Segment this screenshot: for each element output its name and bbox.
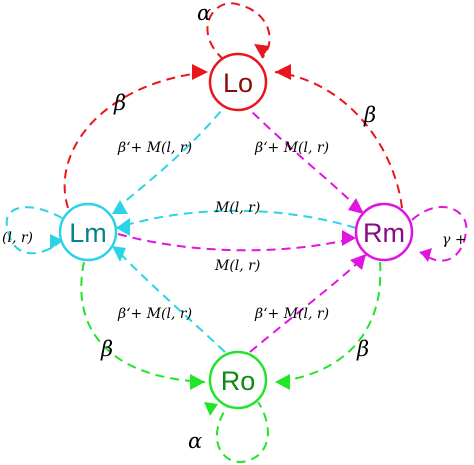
arrowhead-rm-to-lm — [116, 218, 130, 236]
arrowheads — [50, 44, 432, 416]
label-right-loop: γ + — [442, 232, 467, 248]
node-rm-circle — [354, 202, 414, 262]
arrowhead-loop-lo — [254, 44, 270, 58]
label-left-loop: (l, r) — [2, 230, 33, 246]
loop-ro — [215, 399, 269, 463]
arrowhead-loop-ro — [204, 402, 218, 416]
arrowhead-ro-to-lm — [112, 246, 126, 262]
label-alpha-bottom: α — [188, 429, 202, 453]
label-m-upper: M(l, r) — [214, 200, 260, 216]
edge-labels: α α β β β β β‘+ M(l, r) β‘+ M(l, r) β‘+ … — [2, 1, 467, 453]
edge-lo-to-rm — [241, 101, 363, 213]
node-ro-circle — [208, 350, 268, 410]
label-beta-m-upper-left: β‘+ M(l, r) — [117, 140, 192, 156]
node-rm-label: Rm — [363, 218, 405, 248]
label-beta-bottom-left: β — [100, 337, 113, 361]
arrowhead-lm-to-lo — [192, 64, 208, 80]
arrowhead-rm-to-lo — [275, 64, 291, 80]
arrowhead-rm-to-ro — [275, 374, 290, 390]
arrowhead-lm-to-rm — [342, 230, 356, 246]
arrowhead-loop-rm — [420, 248, 432, 262]
edge-ro-to-lm — [114, 247, 226, 353]
node-lm[interactable]: Lm — [58, 202, 118, 262]
edge-rm-to-lo — [274, 71, 403, 209]
edge-rm-to-ro — [274, 261, 382, 383]
edge-rm-to-lm — [115, 209, 357, 229]
edge-lo-to-lm — [114, 99, 231, 211]
node-lo-label: Lo — [223, 68, 253, 98]
label-beta-m-lower-right: β‘+ M(l, r) — [254, 306, 329, 322]
node-rm[interactable]: Rm — [354, 202, 414, 262]
label-beta-top-left: β — [113, 91, 126, 115]
arrowhead-lo-to-lm — [112, 200, 128, 214]
arrowhead-lo-to-rm — [348, 198, 364, 214]
node-lm-label: Lm — [69, 218, 107, 248]
node-lo-circle — [208, 52, 268, 112]
loop-lo — [206, 2, 271, 61]
node-ro-label: Ro — [221, 366, 256, 396]
label-alpha-top: α — [197, 1, 211, 25]
label-beta-m-upper-right: β‘+ M(l, r) — [254, 140, 329, 156]
arrowhead-loop-lm — [50, 234, 62, 250]
arrowhead-lm-to-ro — [190, 374, 205, 390]
node-lm-circle — [58, 202, 118, 262]
label-beta-top-right: β — [363, 103, 376, 127]
edges — [5, 2, 468, 463]
edge-lm-to-ro — [80, 261, 206, 383]
nodes: Lo Lm Rm Ro — [58, 52, 414, 410]
edge-lm-to-rm — [117, 233, 357, 252]
label-beta-bottom-right: β — [356, 337, 369, 361]
edge-lm-to-lo — [63, 71, 209, 209]
edge-ro-to-rm — [249, 254, 367, 353]
node-ro[interactable]: Ro — [208, 350, 268, 410]
label-beta-m-lower-left: β‘+ M(l, r) — [117, 306, 192, 322]
label-m-lower: M(l, r) — [214, 258, 260, 274]
node-lo[interactable]: Lo — [208, 52, 268, 112]
arrowhead-ro-to-rm — [350, 254, 366, 270]
